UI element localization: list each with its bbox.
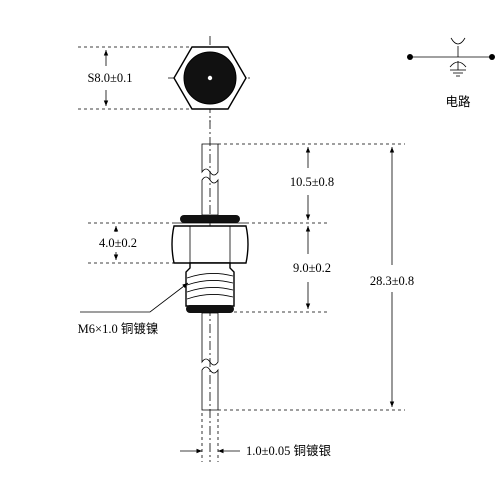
- thread-lines: [186, 273, 234, 300]
- symbol-label: 电路: [445, 94, 471, 109]
- thread-length-label: 9.0±0.2: [293, 261, 331, 275]
- bottom-washer: [186, 305, 234, 313]
- wire-spec-label: 1.0±0.05 铜镀银: [246, 443, 331, 458]
- top-view: S8.0±0.1: [78, 36, 252, 122]
- top-washer: [180, 215, 240, 223]
- thread-body: [185, 262, 235, 307]
- symbol-arc: [450, 37, 466, 45]
- center-pin-dot: [207, 75, 213, 81]
- hex-width-label: S8.0±0.1: [87, 71, 132, 85]
- thread-leader-line: [80, 282, 189, 313]
- pin-upper-segment: [201, 176, 219, 216]
- total-length-label: 28.3±0.8: [370, 274, 414, 288]
- pin-bottom-end: [201, 366, 219, 411]
- nut-height-label: 4.0±0.2: [99, 236, 137, 250]
- top-length-label: 10.5±0.8: [290, 175, 334, 189]
- pin-top-end: [201, 143, 219, 176]
- circuit-symbol: 电路: [407, 37, 495, 109]
- nut-body: [171, 225, 249, 264]
- thread-spec-label: M6×1.0 铜镀镍: [78, 321, 159, 336]
- side-view: 10.5±0.8 9.0±0.2 4.0±0.2 28.3±0.8 M6×1.0…: [78, 120, 414, 462]
- pin-lower-segment: [201, 312, 219, 366]
